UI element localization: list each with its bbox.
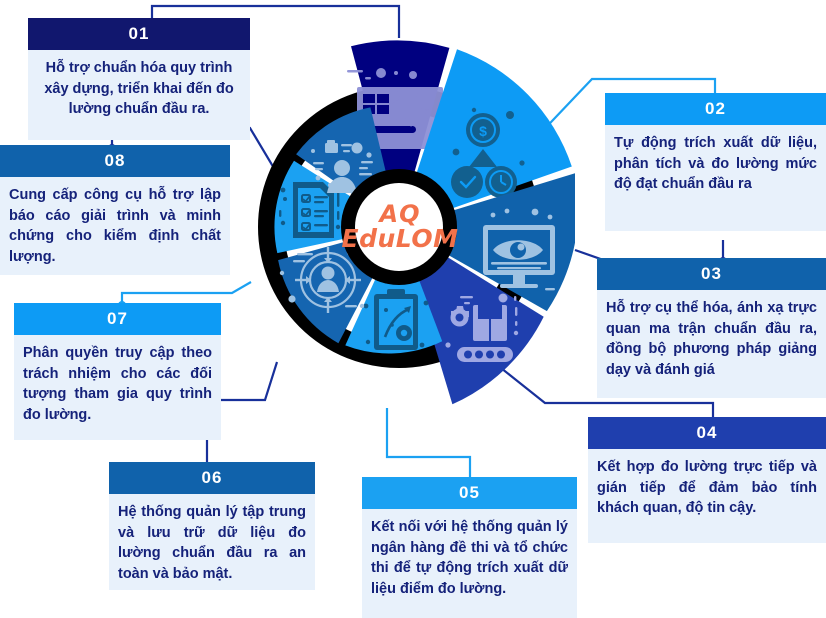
team-report-icon	[311, 140, 373, 193]
card-07-text: Phân quyền truy cập theo trách nhiệm cho…	[14, 335, 221, 440]
card-03[interactable]: 03 Hỗ trợ cụ thể hóa, ánh xạ trực quan m…	[597, 258, 826, 398]
card-01-number: 01	[28, 18, 250, 50]
card-07[interactable]: 07 Phân quyền truy cập theo trách nhiệm …	[14, 303, 221, 440]
card-06-text: Hệ thống quản lý tập trung và lưu trữ dữ…	[109, 494, 315, 590]
wheel-segment-03[interactable]	[399, 173, 575, 312]
document-checklist-icon	[279, 182, 341, 238]
card-02[interactable]: 02 Tự động trích xuất dữ liệu, phân tích…	[605, 93, 826, 231]
donut-wheel: $	[258, 40, 575, 405]
wheel-segment-01[interactable]	[347, 40, 450, 227]
connector-02	[533, 77, 717, 141]
logo-line-2: EduLOM	[341, 224, 459, 254]
connector-04	[500, 367, 715, 421]
card-01-text: Hỗ trợ chuẩn hóa quy trình xây dựng, tri…	[28, 50, 250, 140]
data-analytics-money-clock-icon: $	[451, 107, 525, 198]
clipboard-gear-checklist-icon	[363, 289, 429, 350]
card-05-number: 05	[362, 477, 577, 509]
center-logo: AQ EduLOM	[342, 197, 458, 257]
wheel-segment-02[interactable]: $	[399, 49, 572, 227]
connector-05	[385, 408, 472, 481]
card-08-text: Cung cấp công cụ hỗ trợ lập báo cáo giải…	[0, 177, 230, 275]
card-02-number: 02	[605, 93, 826, 125]
card-08[interactable]: 08 Cung cấp công cụ hỗ trợ lập báo cáo g…	[0, 145, 230, 275]
card-04-text: Kết hợp đo lường trực tiếp và gián tiếp …	[588, 449, 826, 543]
card-04[interactable]: 04 Kết hợp đo lường trực tiếp và gián ti…	[588, 417, 826, 543]
connector-01	[150, 4, 401, 38]
card-06-number: 06	[109, 462, 315, 494]
center-hub	[341, 169, 457, 285]
card-08-number: 08	[0, 145, 230, 177]
wheel-segment-05[interactable]	[345, 227, 443, 354]
card-03-text: Hỗ trợ cụ thể hóa, ánh xạ trực quan ma t…	[597, 290, 826, 398]
connector-07	[120, 281, 252, 305]
logo-line-1: AQ	[379, 200, 421, 229]
svg-text:$: $	[479, 123, 487, 139]
monitor-eye-visualize-icon	[480, 208, 555, 291]
card-02-text: Tự động trích xuất dữ liệu, phân tích và…	[605, 125, 826, 231]
infographic-canvas: $	[0, 4, 826, 618]
card-06[interactable]: 06 Hệ thống quản lý tập trung và lưu trữ…	[109, 462, 315, 590]
card-07-number: 07	[14, 303, 221, 335]
blueprint-design-icon	[347, 68, 443, 159]
card-05[interactable]: 05 Kết nối với hệ thống quản lý ngân hàn…	[362, 477, 577, 618]
card-01[interactable]: 01 Hỗ trợ chuẩn hóa quy trình xây dựng, …	[28, 18, 250, 140]
card-04-number: 04	[588, 417, 826, 449]
card-05-text: Kết nối với hệ thống quản lý ngân hàng đ…	[362, 509, 577, 618]
card-03-number: 03	[597, 258, 826, 290]
gear-conveyor-automation-icon	[445, 293, 519, 362]
